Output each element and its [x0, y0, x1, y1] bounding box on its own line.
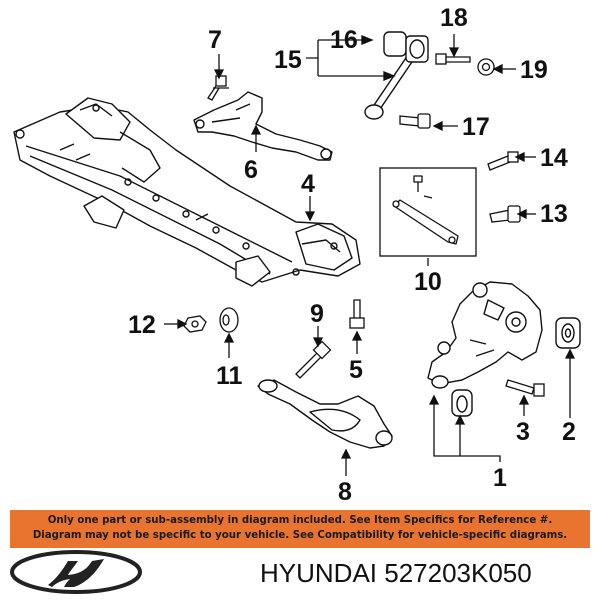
callout-1: 1: [493, 464, 507, 492]
callout-15: 15: [274, 46, 302, 74]
part-title: HYUNDAI 527203K050: [260, 555, 590, 591]
callout-17: 17: [462, 113, 490, 141]
leader-lines: [164, 34, 576, 476]
callout-11: 11: [216, 362, 243, 390]
callout-16: 16: [330, 26, 358, 54]
callout-9: 9: [310, 300, 324, 328]
bolt-3: [505, 379, 545, 397]
disclaimer-line-2: Diagram may not be specific to your vehi…: [32, 530, 568, 541]
callout-7: 7: [208, 26, 222, 54]
bolt-7: [207, 75, 229, 101]
parts-diagram: 7 6 15 16 18 19 17 14 13 4 10 12 11 9 5 …: [13, 4, 581, 506]
lateral-link: [364, 31, 429, 120]
bolt-9: [295, 340, 332, 379]
callout-19: 19: [520, 56, 548, 84]
rear-subframe: [13, 97, 361, 287]
callout-14: 14: [540, 144, 568, 172]
callout-6: 6: [244, 156, 258, 184]
bolt-17: [399, 113, 431, 129]
callout-2: 2: [562, 418, 576, 446]
callout-5: 5: [349, 356, 363, 384]
callout-18: 18: [440, 4, 468, 32]
lower-arm: [257, 379, 393, 449]
disclaimer-line-1: Only one part or sub-assembly in diagram…: [47, 515, 553, 526]
bushing-3-left: [451, 389, 473, 417]
bushing-2: [555, 317, 581, 349]
nut-12: [183, 315, 207, 333]
part-number: 527203K050: [384, 558, 532, 588]
bolt-14: [487, 151, 519, 171]
bolt-5: [349, 299, 365, 329]
hyundai-logo-icon: [10, 550, 142, 594]
bolt-13: [489, 205, 521, 223]
callout-13: 13: [540, 200, 568, 228]
callout-12: 12: [128, 311, 156, 339]
callout-10: 10: [414, 268, 442, 296]
callout-numbers: 7 6 15 16 18 19 17 14 13 4 10 12 11 9 5 …: [128, 4, 576, 506]
callout-4: 4: [301, 170, 315, 198]
knuckle: [427, 281, 543, 389]
washer-11: [219, 307, 239, 333]
bolt-18: [435, 53, 471, 65]
callout-3: 3: [516, 418, 530, 446]
toe-link-box: [379, 167, 477, 257]
callout-8: 8: [338, 478, 352, 506]
nut-19: [477, 58, 495, 76]
disclaimer-banner: Only one part or sub-assembly in diagram…: [10, 510, 590, 548]
brand-name: HYUNDAI: [260, 558, 378, 588]
upper-arm: [193, 91, 333, 161]
